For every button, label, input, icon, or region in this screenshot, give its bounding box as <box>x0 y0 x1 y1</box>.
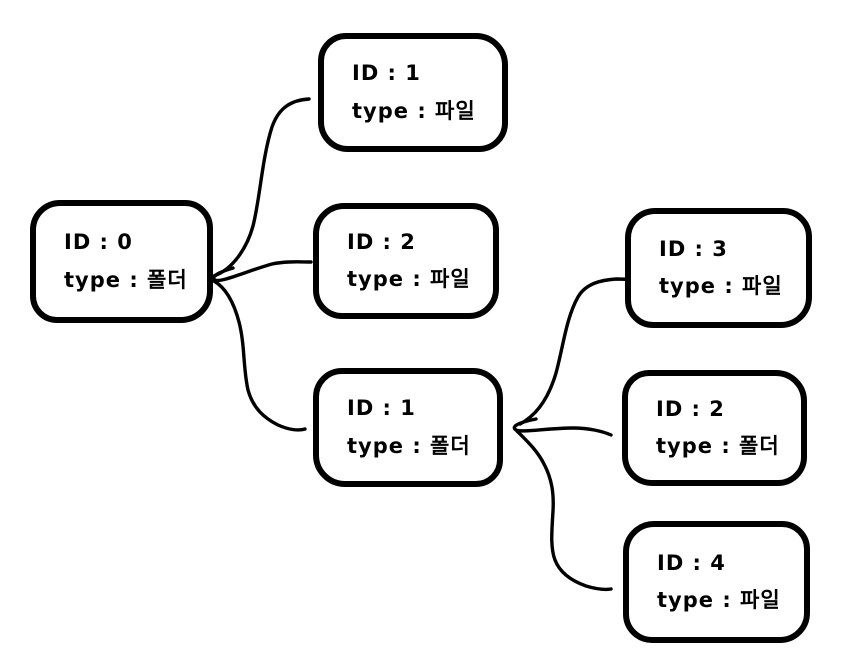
node-grandchild-file-4: ID : 4 type : 파일 <box>623 521 810 643</box>
edge-folder1-to-file3 <box>518 277 635 426</box>
node-child-file-2: ID : 2 type : 파일 <box>313 203 499 319</box>
node-grandchild-folder-2: ID : 2 type : 폴더 <box>622 370 807 486</box>
edge-root-to-file2 <box>212 260 313 283</box>
node-child-folder-1: ID : 1 type : 폴더 <box>313 368 503 487</box>
node-id-label: ID : 2 <box>347 229 416 254</box>
edge-folder1-to-folder2 <box>512 417 613 437</box>
node-type-label: type : 폴더 <box>656 434 780 458</box>
node-id-label: ID : 4 <box>657 550 726 575</box>
node-grandchild-file-3: ID : 3 type : 파일 <box>625 208 812 328</box>
node-type-label: type : 파일 <box>659 274 783 298</box>
edge-root-to-file1 <box>212 97 311 278</box>
node-type-label: type : 폴더 <box>347 433 471 458</box>
node-type-label: type : 파일 <box>657 588 781 612</box>
node-type-label: type : 파일 <box>352 98 476 123</box>
node-root-folder-0: ID : 0 type : 폴더 <box>30 200 213 323</box>
node-id-label: ID : 1 <box>352 61 421 86</box>
node-id-label: ID : 2 <box>656 396 725 421</box>
node-id-label: ID : 3 <box>659 236 728 261</box>
node-child-file-1: ID : 1 type : 파일 <box>318 33 508 152</box>
node-type-label: type : 파일 <box>347 267 471 291</box>
edge-root-to-folder1 <box>212 279 307 432</box>
node-id-label: ID : 1 <box>347 396 416 421</box>
node-type-label: type : 폴더 <box>64 267 188 292</box>
edge-folder1-to-file4 <box>515 429 613 592</box>
node-id-label: ID : 0 <box>64 230 133 255</box>
